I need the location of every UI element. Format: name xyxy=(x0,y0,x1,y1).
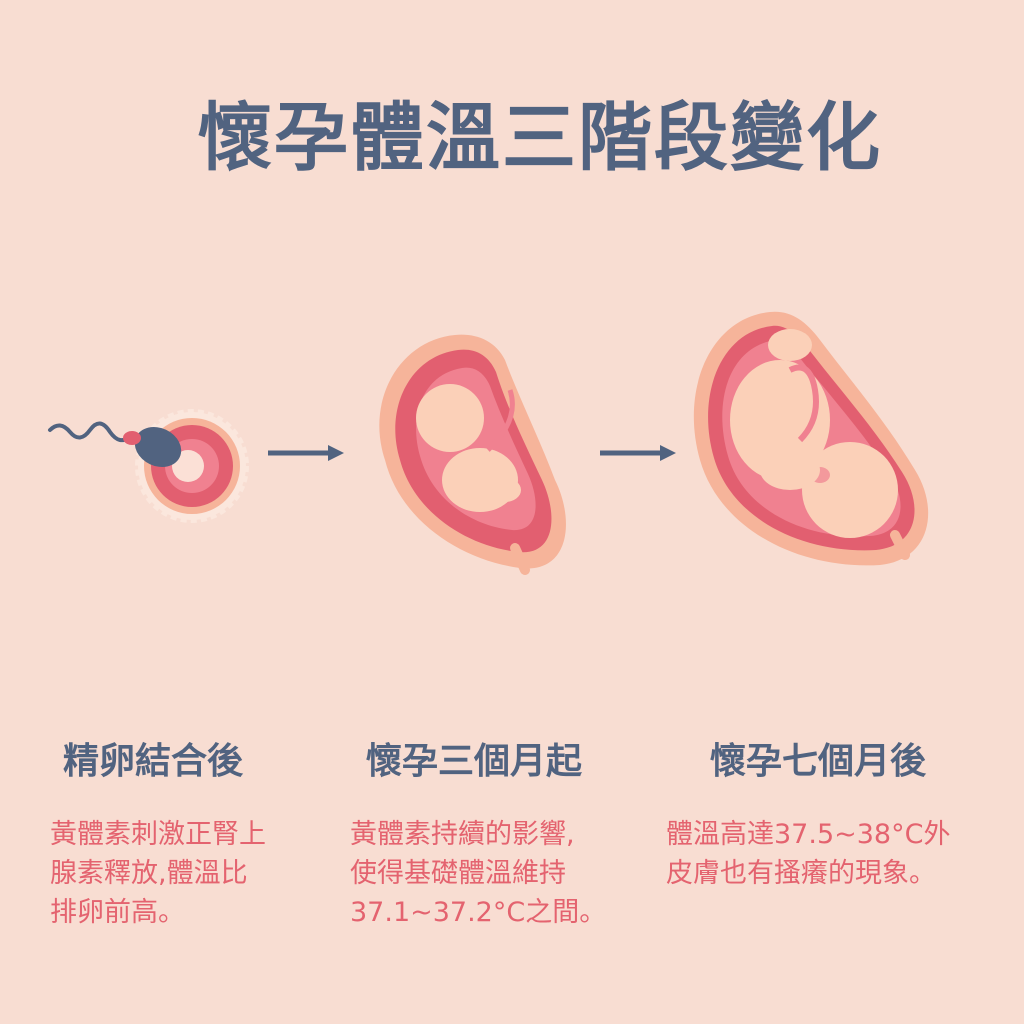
stage-description-seven-months: 體溫高達37.5~38°C外 皮膚也有搔癢的現象。 xyxy=(666,819,951,889)
stage-heading-fertilization: 精卵結合後 xyxy=(63,741,244,782)
page-title: 懷孕體溫三階段變化 xyxy=(198,95,882,181)
stage-heading-seven-months: 懷孕七個月後 xyxy=(710,741,927,782)
sperm-egg-icon xyxy=(48,409,249,523)
stage-description-three-months: 黃體素持續的影響, 使得基礎體溫維持 37.1~37.2°C之間。 xyxy=(350,819,607,928)
arrow-right-icon xyxy=(268,445,344,461)
arrow-right-icon xyxy=(600,445,676,461)
stage-description-fertilization: 黃體素刺激正腎上 腺素釋放,體溫比 排卵前高。 xyxy=(50,819,266,928)
fetus-seven-months-icon xyxy=(693,311,929,566)
stage-heading-three-months: 懷孕三個月起 xyxy=(366,741,583,782)
fetus-three-months-icon xyxy=(379,334,566,575)
